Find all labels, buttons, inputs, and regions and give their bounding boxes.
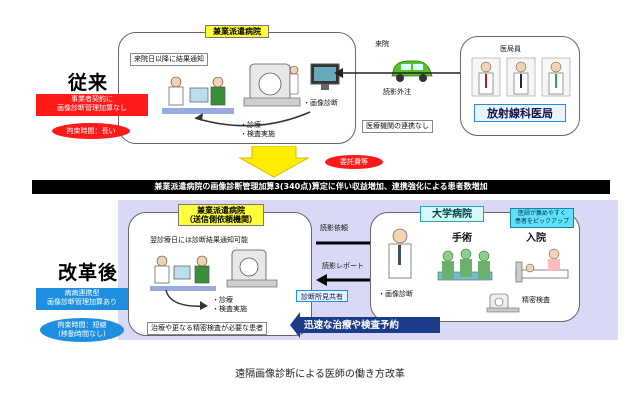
ct-scanner-illustration bbox=[243, 63, 301, 107]
radiology-label: 放射線科医局 bbox=[474, 104, 566, 122]
consultation-illustration bbox=[162, 76, 234, 114]
bottom-ct-illustration bbox=[226, 249, 278, 288]
bottom-time-line2: (移動時間なし) bbox=[58, 330, 106, 338]
top-cost-red-line1: 事業者契約に bbox=[71, 95, 113, 103]
top-cost-red-line2: 画像診断管理加算なし bbox=[57, 104, 127, 112]
banner: 兼業派遣病院の画像診断管理加算3(340点)算定に伴い収益増加、連携強化による患… bbox=[32, 180, 610, 194]
admission-label: 入院 bbox=[526, 233, 546, 244]
university-label: 大学病院 bbox=[420, 206, 484, 222]
bottom-cost-blue-line1: 病病連携型 bbox=[64, 289, 100, 297]
top-result-note: 来院日以降に結果通知 bbox=[130, 53, 208, 66]
top-exam-item-2: ・検査実施 bbox=[240, 130, 275, 138]
top-visit-label: 来院 bbox=[375, 40, 389, 48]
read-report-label: 読影レポート bbox=[322, 262, 364, 270]
top-time-oval: 拘束時間：長い bbox=[52, 123, 130, 139]
bottom-consultation-illustration bbox=[150, 255, 216, 291]
bottom-curved-arrow bbox=[165, 289, 208, 310]
top-no-link: 医療機関の連携なし bbox=[362, 120, 433, 133]
surgery-label: 手術 bbox=[452, 233, 472, 244]
bottom-cost-blue: 病病連携型 画像診断管理加算あり bbox=[36, 288, 128, 310]
bottom-time-line1: 拘束時間：短縮 bbox=[57, 321, 107, 329]
doctor-pick: 医師が集めやすく 患者をピックアップ bbox=[510, 208, 574, 228]
top-hospital-label: 兼業派遣病院 bbox=[205, 25, 269, 38]
bottom-exam-item-2: ・検査実施 bbox=[212, 305, 247, 313]
down-arrow bbox=[238, 146, 310, 178]
read-request-label: 読影依頼 bbox=[320, 224, 348, 232]
bottom-time-oval: 拘束時間：短縮 (移動時間なし) bbox=[40, 318, 124, 342]
detail-exam-illustration bbox=[486, 293, 520, 313]
doctor-pick-line1: 医師が集めやすく bbox=[517, 210, 566, 217]
commission-badge: 委託費等 bbox=[325, 155, 383, 169]
quick-label: 迅速な治療や検査予約 bbox=[304, 320, 400, 331]
doctor-pick-line2: 患者をピックアップ bbox=[514, 218, 569, 225]
bottom-next-day: 翌診療日には診断結果通知可能 bbox=[150, 236, 248, 244]
doctors-illustration bbox=[471, 57, 571, 97]
top-left-arrow bbox=[334, 68, 460, 78]
radiology-doctor-title: 医局員 bbox=[500, 45, 521, 53]
surgery-illustration bbox=[437, 248, 493, 281]
top-cost-red: 事業者契約に 画像診断管理加算なし bbox=[36, 94, 148, 116]
university-image-diag: ・画像診断 bbox=[378, 290, 413, 298]
juurai-heading: 従来 bbox=[68, 72, 109, 94]
figure-caption: 遠隔画像診断による医師の働き方改革 bbox=[235, 369, 405, 380]
top-curved-arrow bbox=[194, 111, 311, 127]
detail-exam-label: 精密検査 bbox=[522, 296, 550, 304]
quick-arrow bbox=[290, 312, 440, 338]
monitor-illustration bbox=[310, 63, 340, 90]
kaikaku-heading: 改革後 bbox=[58, 262, 119, 284]
bottom-cost-blue-line2: 画像診断管理加算あり bbox=[47, 298, 117, 306]
admission-illustration bbox=[515, 248, 569, 283]
top-image-diagnosis: ・画像診断 bbox=[303, 99, 338, 107]
bottom-hospital-label: 兼業派遣病院 （送信側依頼機関） bbox=[178, 204, 264, 226]
bottom-exam-item-1: ・診療 bbox=[212, 296, 233, 304]
top-dispatch-label: 読影外注 bbox=[383, 88, 411, 96]
findings-share: 診断所見共有 bbox=[296, 290, 348, 302]
university-doctor-illustration bbox=[388, 228, 412, 279]
bottom-patient-note: 治療や更なる精密検査が必要な患者 bbox=[147, 322, 267, 335]
bottom-hospital-label-1: 兼業派遣病院 bbox=[197, 206, 245, 215]
bottom-hospital-label-2: （送信側依頼機関） bbox=[185, 215, 257, 224]
